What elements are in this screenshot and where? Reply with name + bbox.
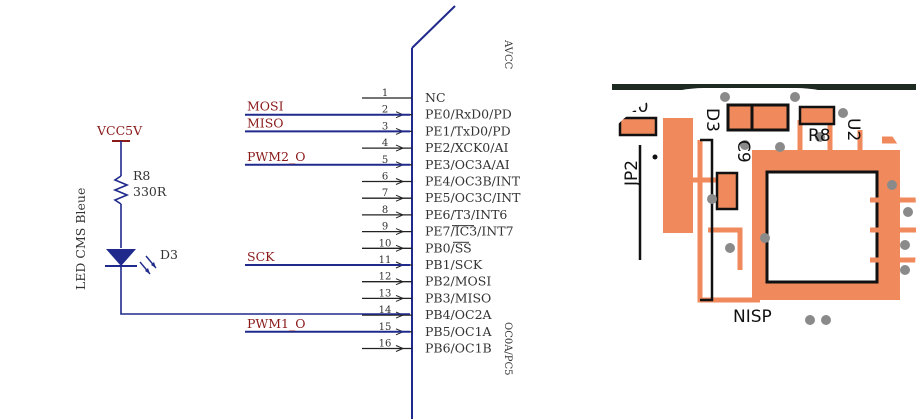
ic-pin-number: 14: [379, 305, 392, 316]
ic-pin-number: 12: [379, 272, 392, 283]
ic-pin-name: PB0/SS: [425, 240, 472, 255]
ic-pin-number: 3: [382, 121, 388, 132]
ic-pin-number: 7: [382, 188, 388, 199]
ic-label-avcc: AVCC: [502, 39, 513, 70]
ic-pin-name: PB1/SCK: [425, 257, 483, 272]
ic-pin-name: PE6/T3/INT6: [425, 207, 507, 222]
ic-pin-number: 8: [382, 205, 388, 216]
ic-pin-name: PE4/OC3B/INT: [425, 174, 521, 189]
net-label: PWM2_O: [247, 149, 306, 164]
ic-label-pc5: OC0A/PC5: [502, 322, 513, 376]
ic-pin-direction-mark: [395, 244, 405, 252]
ic-pin-name: PE0/RxD0/PD: [425, 107, 512, 122]
ic-pin-number: 1: [382, 88, 388, 99]
ic-pin-name: PB3/MISO: [425, 290, 491, 305]
ic-pin-number: 11: [379, 255, 392, 266]
ic-pin-number: 6: [382, 172, 388, 183]
led-emission-arrowhead-1: [145, 268, 150, 274]
ic-pin-name: NC: [425, 90, 446, 105]
resistor-value: 330R: [133, 184, 167, 199]
ic-pin-direction-mark: [395, 178, 405, 185]
ic-pin-number: 2: [382, 105, 388, 116]
pcb-label-c9: C9: [733, 140, 753, 163]
ic-pin-number: 13: [379, 288, 392, 299]
ic-pin-name: PE5/OC3C/INT: [425, 190, 521, 205]
ic-pin-name: PE7/IC3/INT7: [425, 224, 514, 239]
copper-pad-d3: [728, 105, 788, 130]
net-label: MOSI: [247, 99, 284, 114]
ic-pin-name: PB5/OC1A: [425, 324, 493, 339]
silk-c10: [618, 116, 658, 137]
ic-pin-direction-mark: [395, 228, 405, 236]
led-d3-symbol: [106, 249, 136, 266]
ic-pin-direction-mark: [395, 311, 405, 319]
ic-pin-name: PE1/TxD0/PD: [425, 123, 511, 138]
ic-pin-direction-mark: [395, 144, 405, 152]
ic-pin-name: PB4/OC2A: [425, 307, 493, 322]
ic-pin-number: 4: [382, 138, 388, 149]
led-ref: D3: [160, 247, 178, 262]
copper-pad-c9: [717, 173, 737, 209]
ic-pin-direction-mark: [395, 194, 405, 202]
ic-pin-number: 9: [382, 222, 388, 233]
pcb-top-edge: [612, 84, 916, 90]
resistor-r8-symbol: [112, 175, 130, 205]
led-vertical-label: LED CMS Bleue: [73, 188, 88, 290]
resistor-ref: R8: [133, 168, 150, 183]
supply-label: VCC5V: [96, 123, 143, 138]
copper-pad-c10: [620, 118, 656, 135]
ic-pin-name: PB6/OC1B: [425, 341, 492, 356]
ic-pin-direction-mark: [395, 294, 405, 302]
pcb-label-u2: U2: [843, 118, 863, 141]
silk-r8: [798, 105, 836, 126]
schematic-panel: AVCC OC0A/PC5 1 NC 2 PE0/RxD0/PD 3 PE1/TxD0/P…: [73, 5, 521, 419]
pcb-label-c1: C1: [893, 111, 916, 131]
led-circuit: VCC5V R8 330R D3 LED CMS Bleue: [73, 123, 410, 315]
led-emission-arrowhead-2: [151, 262, 156, 268]
ic-pin-number: 15: [379, 322, 392, 333]
copper-pour-left: [663, 118, 693, 233]
ic-body-corner: [411, 5, 456, 49]
ic-pin-name: PE2/XCK0/AI: [425, 140, 508, 155]
net-label: MISO: [247, 115, 284, 130]
pcb-label-nisp: NISP: [733, 307, 772, 327]
ic-pin-direction-mark: [395, 345, 405, 352]
ic-u2-silkscreen: [765, 170, 879, 284]
ic-pin-name: PE3/OC3A/AI: [425, 157, 510, 172]
ic-pin-direction-mark: [395, 278, 405, 286]
net-label: PWM1_O: [247, 316, 306, 331]
pcb-label-jp2: JP2: [622, 160, 642, 187]
pcb-panel: C10 D3 R8 U2 C9 JP2 NISP C1: [584, 84, 916, 368]
pcb-label-c10: C10: [615, 97, 649, 117]
pcb-label-r8: R8: [808, 126, 831, 146]
ic-pin-name: PB2/MOSI: [425, 274, 491, 289]
copper-pad-r8: [800, 107, 834, 124]
wire-led-to-pb4: [120, 266, 410, 315]
ic-pin-number: 10: [379, 238, 392, 249]
ic-pin-number: 16: [379, 339, 392, 350]
ic-pin-list: 1 NC 2 PE0/RxD0/PD 3 PE1/TxD0/PD 4 PE2/XCK0/AI 5…: [362, 88, 521, 356]
silk-nisp-header: [700, 138, 714, 302]
pcb-label-d3: D3: [702, 108, 722, 132]
ic-pin-number: 5: [382, 155, 388, 166]
ic-pin-direction-mark: [395, 211, 405, 219]
silk-d3: [726, 103, 790, 132]
net-label: SCK: [247, 249, 275, 264]
silk-c9: [715, 171, 739, 211]
